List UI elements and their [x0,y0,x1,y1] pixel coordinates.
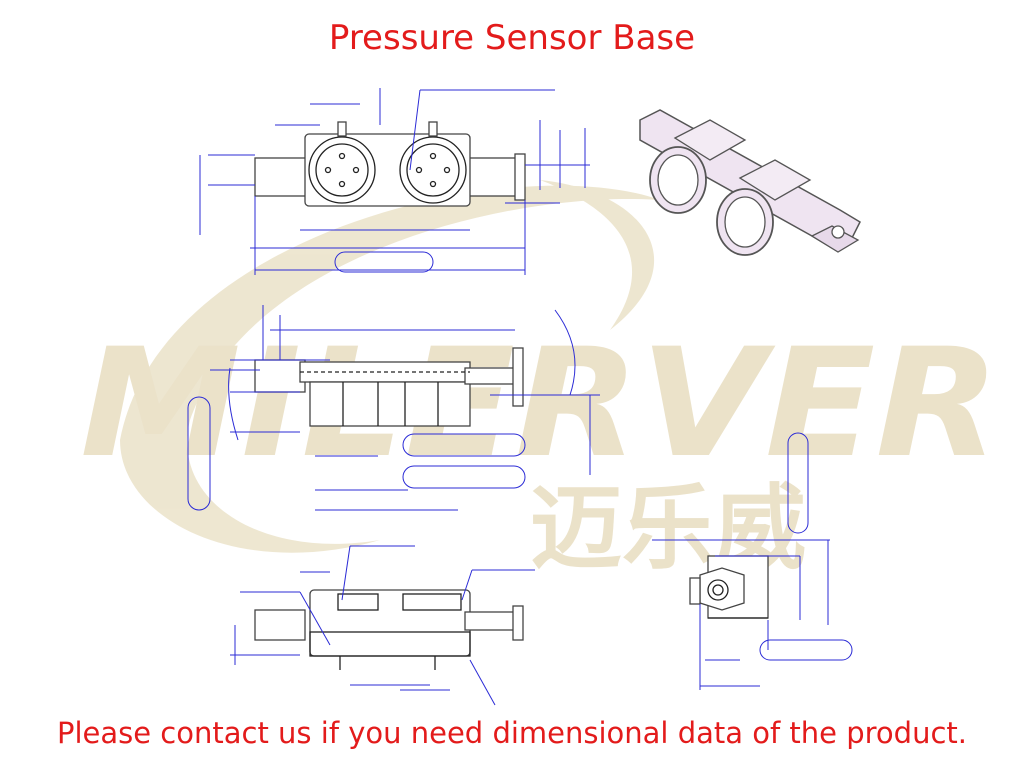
page-title: Pressure Sensor Base [328,18,696,58]
bottom-view [230,545,535,706]
watermark-swoosh-2 [540,180,655,330]
footer-contact-note: Please contact us if you need dimensiona… [56,716,967,750]
watermark: MILERVER 迈乐威 [80,180,1000,582]
watermark-latin: MILERVER [80,317,1000,491]
front-view [187,305,600,511]
top-view [199,88,590,275]
side-view [652,432,853,690]
isometric-view [639,109,861,256]
watermark-swoosh [120,185,660,553]
